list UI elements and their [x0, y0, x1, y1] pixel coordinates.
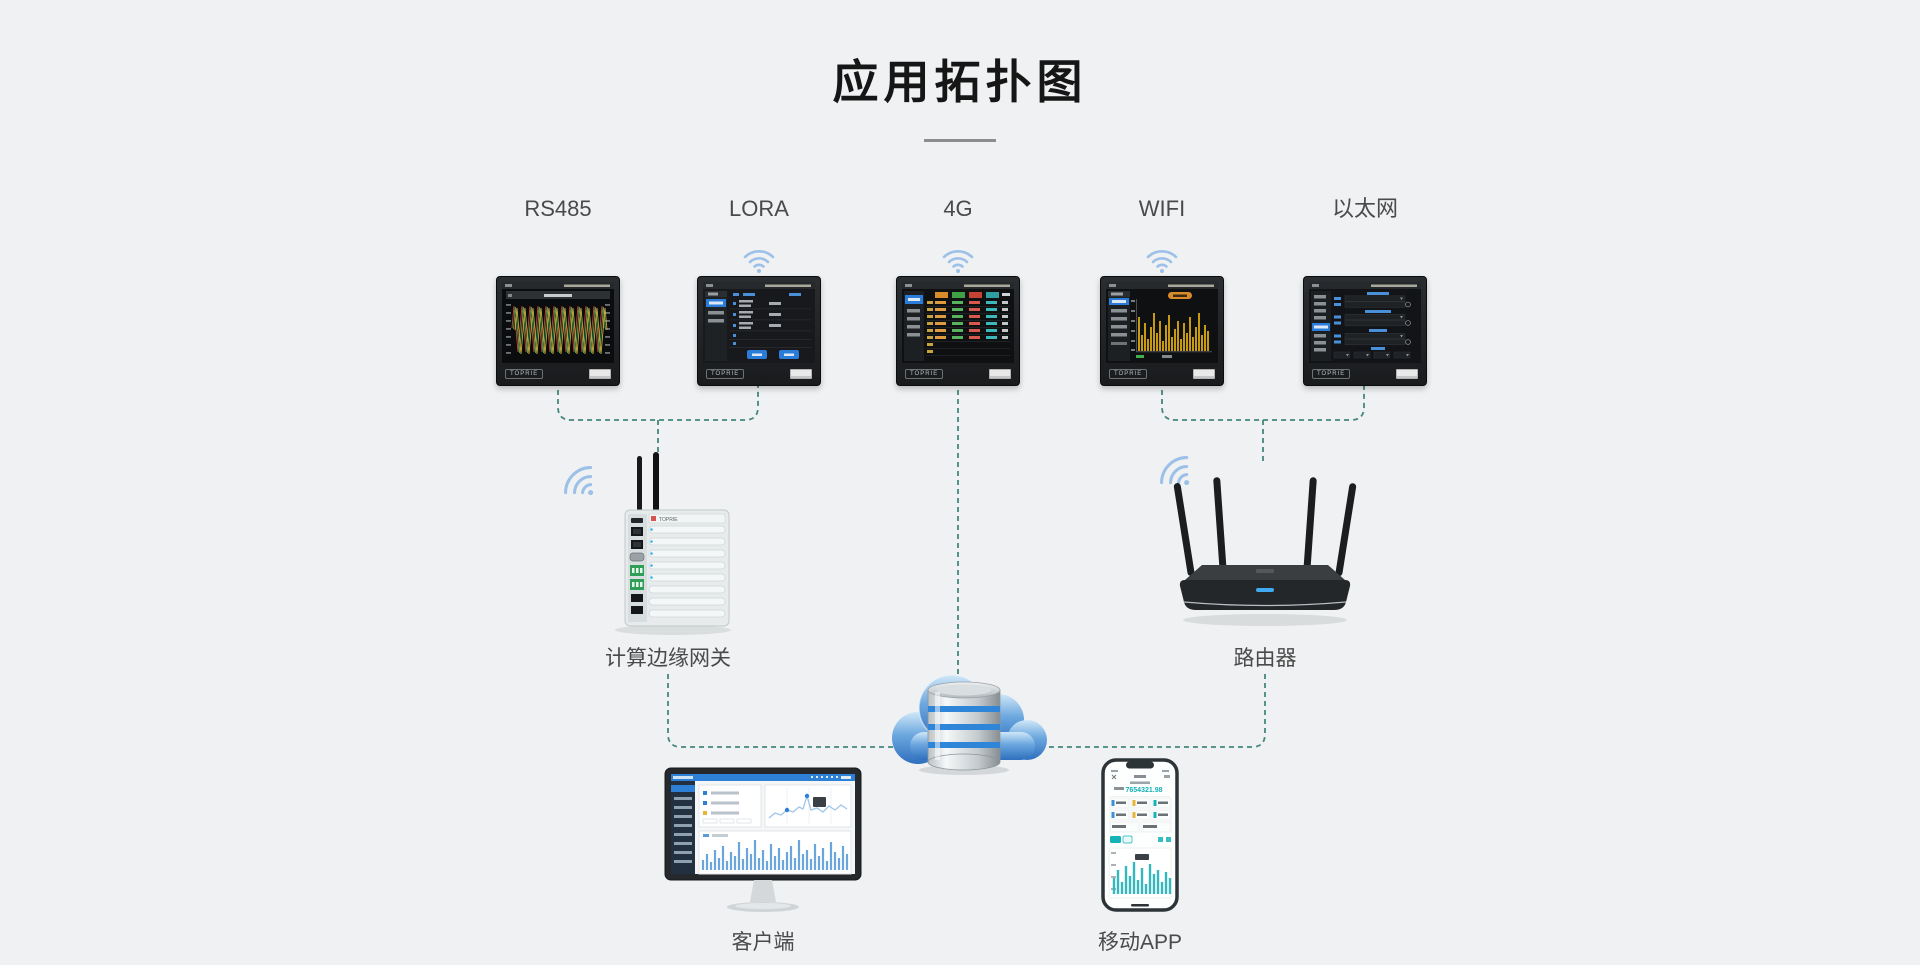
gateway-ports — [629, 518, 645, 614]
brand-logo: TOPRIE — [1109, 369, 1148, 379]
gateway-cooling-fins — [648, 525, 726, 618]
cloud-database-icon — [892, 674, 1047, 775]
wifi-signal-icon — [743, 250, 775, 273]
gateway-brand-text: TOPRIE — [659, 517, 678, 523]
gateway-antennas — [637, 452, 659, 514]
protocol-label: RS485 — [524, 196, 592, 221]
device-column-lora: LORA — [677, 197, 841, 386]
edge-gateway-device: TOPRIE — [615, 452, 731, 635]
monitor-stand — [750, 880, 776, 902]
phone-notch — [1126, 761, 1154, 769]
link-wifi-ethernet-bracket — [1161, 381, 1365, 421]
meter-screen-waveform — [502, 282, 614, 363]
meter-bezel: TOPRIE — [497, 363, 619, 385]
brand-logo: TOPRIE — [505, 369, 544, 379]
device-column-4g: 4G — [876, 197, 1040, 386]
device-column-wifi: WIFI — [1080, 197, 1244, 386]
usb-port — [589, 369, 611, 379]
waveform-screen-art — [502, 282, 614, 363]
bar-graph-screen-art — [1106, 282, 1218, 363]
device-column-rs485: RS485 — [476, 197, 640, 386]
chart-tooltip — [1135, 854, 1149, 860]
settings-screen-art — [1309, 282, 1421, 363]
home-indicator — [1131, 904, 1149, 907]
router-device — [1173, 477, 1357, 626]
app-toolbar — [1110, 835, 1171, 844]
paperless-recorder-4g: TOPRIE — [896, 276, 1020, 386]
device-column-ethernet: 以太网 — [1283, 197, 1447, 386]
meter-screen-network-settings — [1309, 282, 1421, 363]
gateway-label: 计算边缘网关 — [605, 647, 731, 670]
usb-port — [790, 369, 812, 379]
client-label: 客户端 — [731, 931, 795, 954]
brand-logo: TOPRIE — [706, 369, 745, 379]
protocol-label: WIFI — [1138, 196, 1186, 221]
gateway-status-leds — [650, 528, 653, 579]
router-antennas — [1173, 477, 1357, 577]
meter-screen-bar-graph — [1106, 282, 1218, 363]
paperless-recorder-wifi: TOPRIE — [1100, 276, 1224, 386]
realtime-values-screen-art — [902, 282, 1014, 363]
paperless-recorder-lora: TOPRIE — [697, 276, 821, 386]
paperless-recorder-rs485: TOPRIE — [496, 276, 620, 386]
mobile-app-label: 移动APP — [1097, 931, 1183, 954]
meter-screen-record-list — [703, 282, 815, 363]
brand-logo: TOPRIE — [905, 369, 944, 379]
mobile-app-phone: 7654321.98 — [1101, 758, 1179, 912]
usb-port — [1193, 369, 1215, 379]
wifi-signal-icon — [1160, 456, 1190, 486]
record-list-screen-art — [703, 282, 815, 363]
wifi-signal-icon — [564, 466, 594, 496]
app-energy-value: 7654321.98 — [1126, 787, 1163, 794]
usb-port — [989, 369, 1011, 379]
database-cylinders — [927, 681, 1001, 771]
wifi-signal-icon — [1146, 250, 1178, 273]
app-value-grid — [1109, 797, 1172, 833]
app-header — [1111, 774, 1170, 784]
page-title: 应用拓扑图 — [832, 56, 1088, 108]
brand-logo: TOPRIE — [1312, 369, 1351, 379]
link-rs485-lora-bracket — [557, 381, 759, 421]
title-underline — [924, 139, 996, 142]
client-desktop-monitor — [664, 767, 862, 912]
router-label: 路由器 — [1233, 647, 1297, 670]
protocol-label: 以太网 — [1331, 196, 1398, 221]
meter-screen-realtime-values — [902, 282, 1014, 363]
link-gateway-to-cloud — [667, 674, 897, 748]
usb-port — [1396, 369, 1418, 379]
link-router-to-cloud — [1042, 674, 1266, 748]
paperless-recorder-ethernet: TOPRIE — [1303, 276, 1427, 386]
router-led — [1256, 588, 1274, 592]
protocol-label: LORA — [729, 196, 789, 221]
wifi-signal-icon — [942, 250, 974, 273]
protocol-label: 4G — [943, 196, 973, 221]
